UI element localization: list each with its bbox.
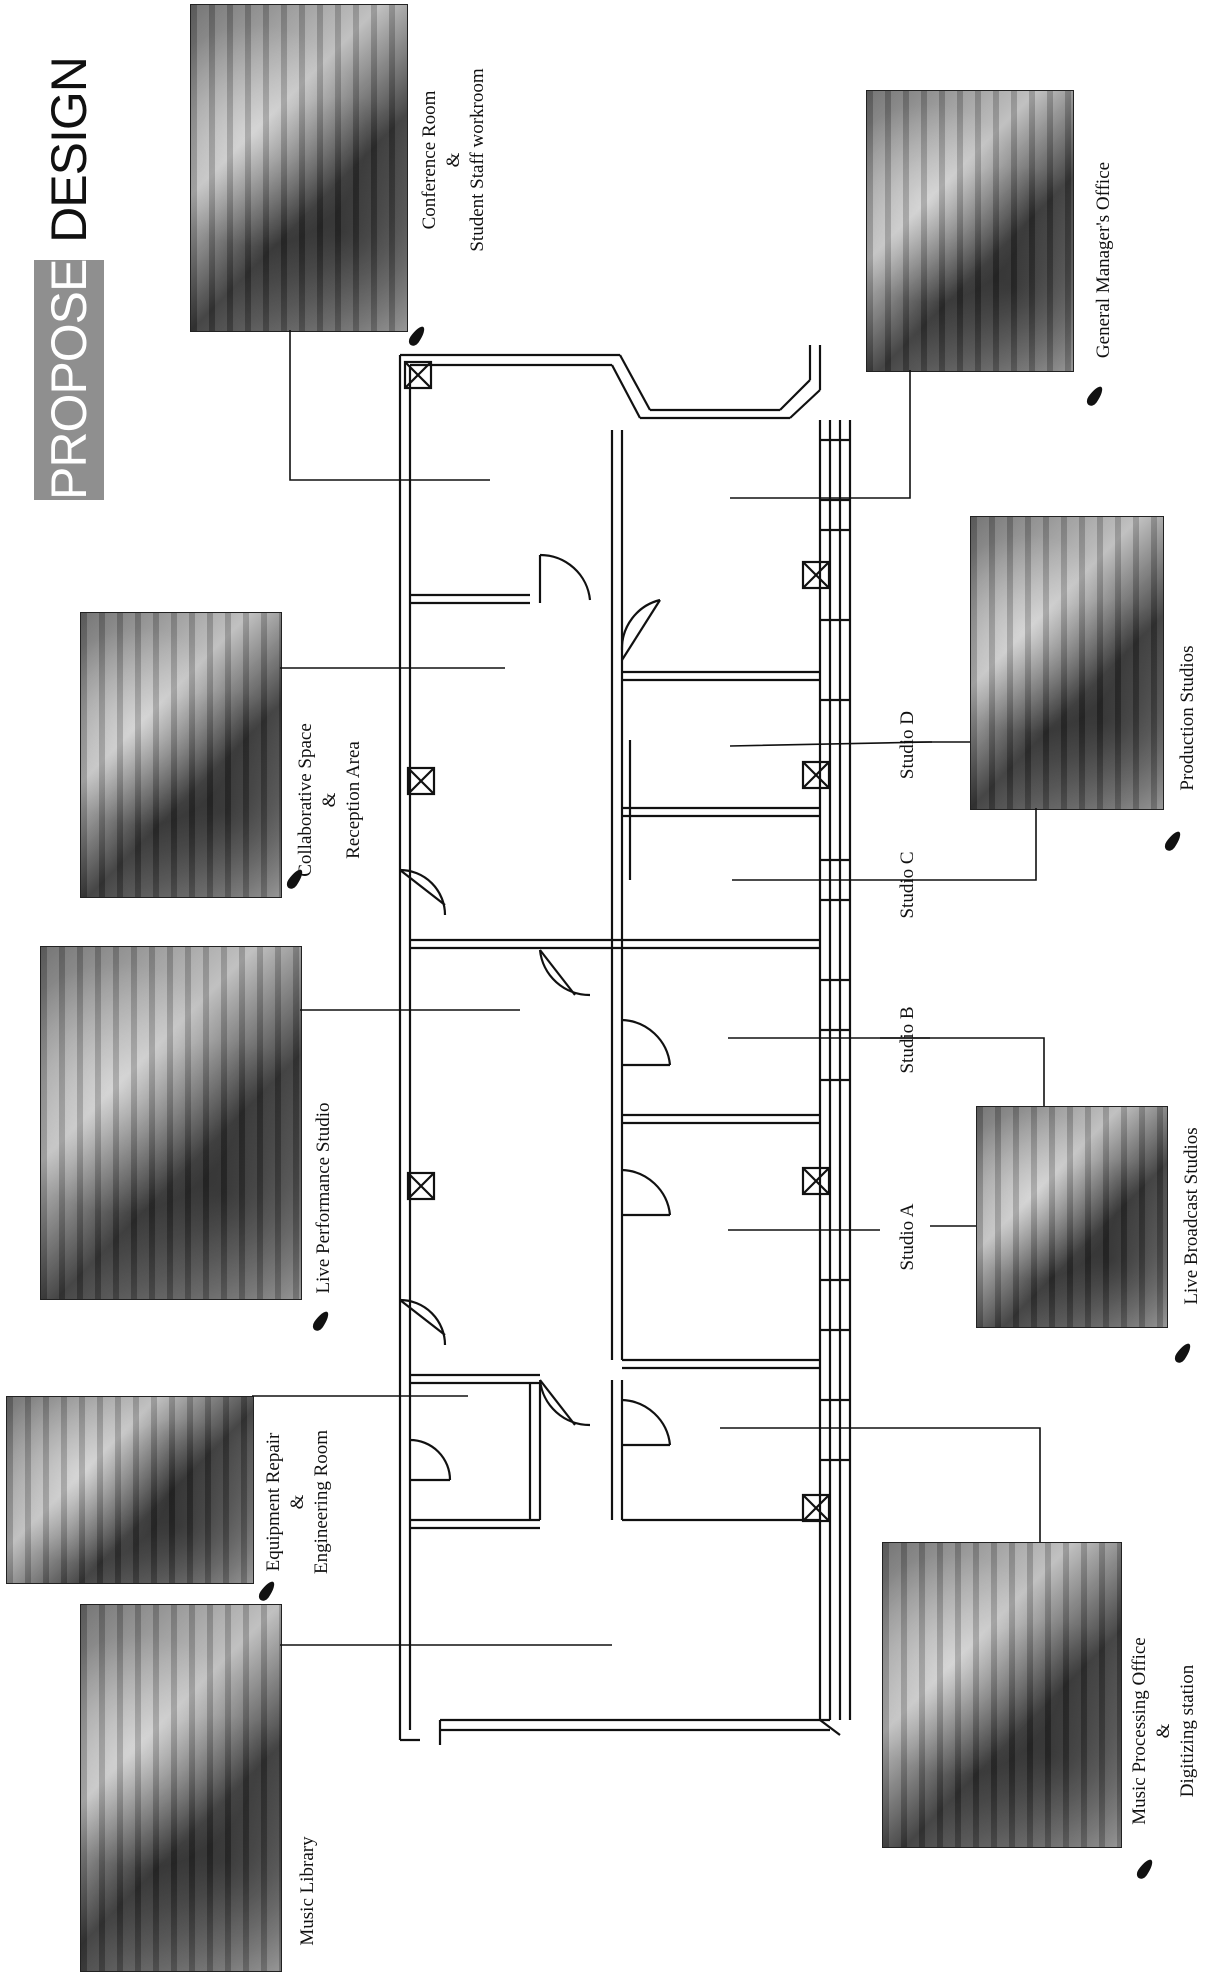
label-equipment-repair: Equipment Repair & Engineering Room xyxy=(263,1429,332,1575)
label-live-performance-studio: Live Performance Studio xyxy=(313,1102,334,1294)
music-library-photo xyxy=(80,1604,282,1972)
label-music-library: Music Library xyxy=(297,1836,318,1946)
label-live-broadcast-studios: Live Broadcast Studios xyxy=(1181,1127,1202,1305)
label-music-processing-office: Music Processing Office & Digitizing sta… xyxy=(1129,1637,1198,1825)
equipment-repair-photo xyxy=(6,1396,254,1584)
label-general-managers-office: General Manager's Office xyxy=(1093,161,1114,359)
label-conference-room: Conference Room & Student Staff workroom xyxy=(419,68,488,252)
collaborative-space-photo xyxy=(80,612,282,898)
label-collaborative-space: Collaborative Space & Reception Area xyxy=(295,723,364,877)
label-studio-b: Studio B xyxy=(897,1006,918,1074)
conference-room-photo xyxy=(190,4,408,332)
label-studio-a: Studio A xyxy=(897,1203,918,1271)
label-production-studios: Production Studios xyxy=(1177,645,1198,791)
music-processing-office-photo xyxy=(882,1542,1122,1848)
live-performance-studio-photo xyxy=(40,946,302,1300)
general-managers-office-photo xyxy=(866,90,1074,372)
label-studio-c: Studio C xyxy=(897,851,918,919)
label-studio-d: Studio D xyxy=(897,710,918,780)
production-studios-photo xyxy=(970,516,1164,810)
live-broadcast-studios-photo xyxy=(976,1106,1168,1328)
